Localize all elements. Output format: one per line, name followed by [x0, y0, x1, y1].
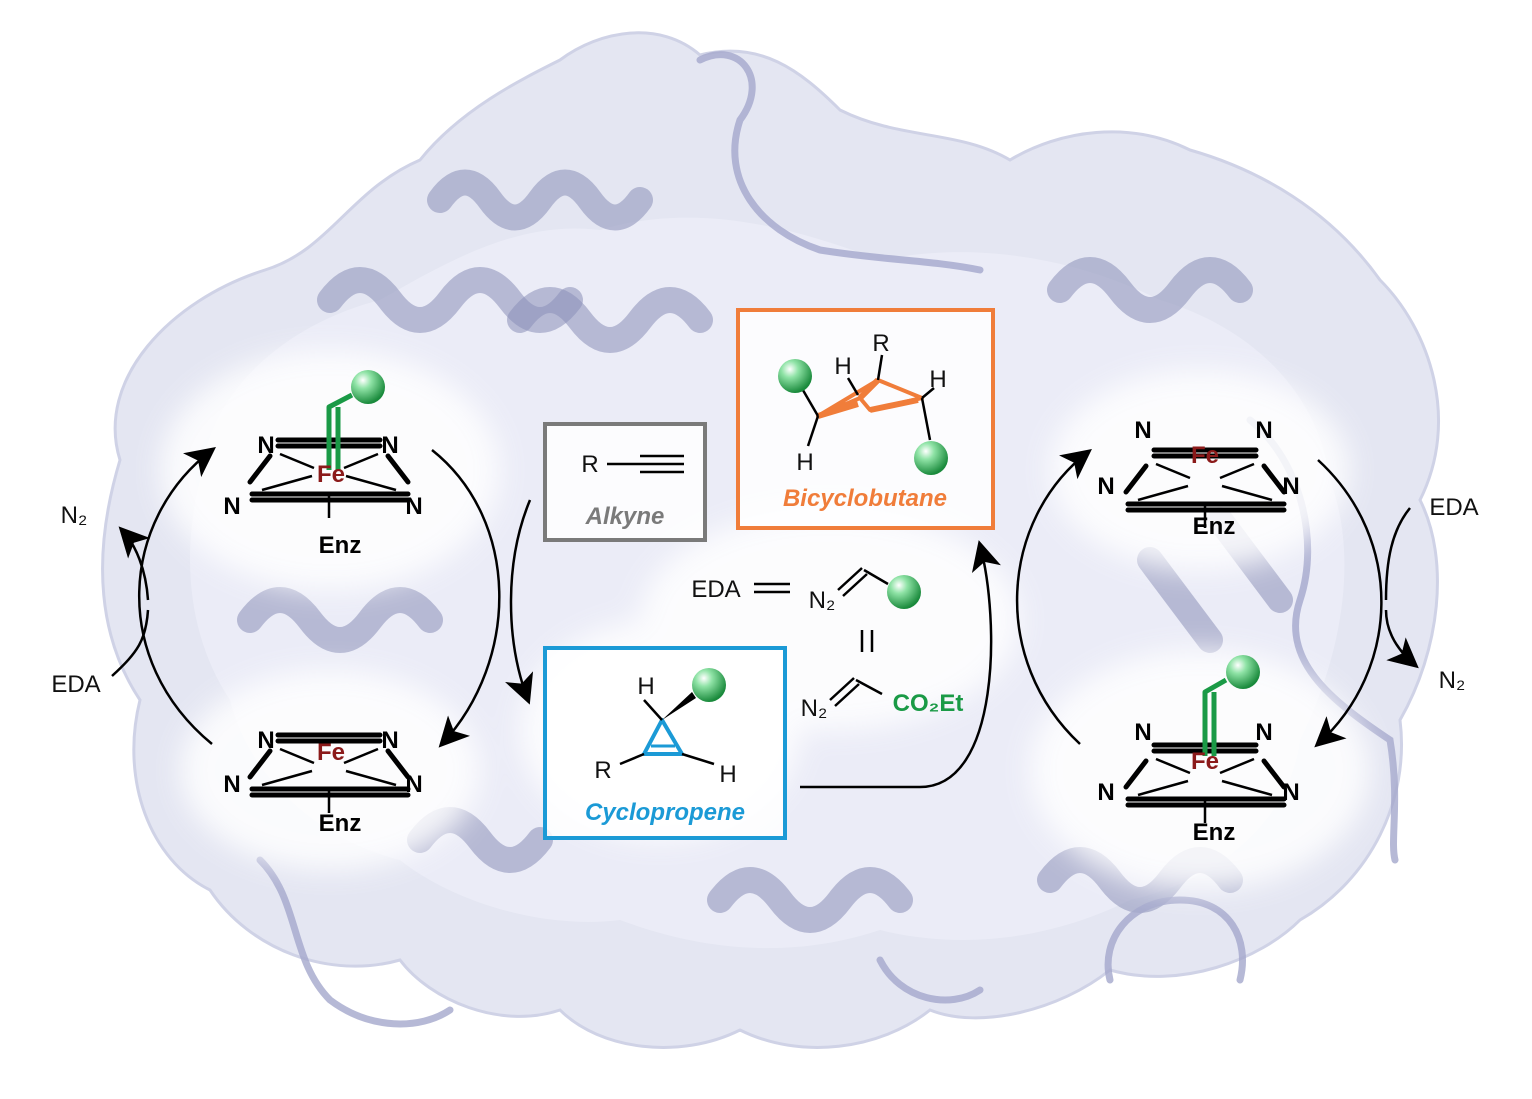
right-released-n2: N₂ [1439, 667, 1466, 694]
nitrogen-label: N [1134, 417, 1151, 444]
alkyne-r-label: R [581, 451, 598, 478]
bicyclobutane-h-label: H [796, 449, 813, 476]
carbene-substituent-ball [1226, 655, 1260, 689]
nitrogen-label: N [1255, 719, 1272, 746]
cyclopropene-h-label: H [719, 761, 736, 788]
alkyne-box: R Alkyne [543, 422, 707, 542]
iron-label: Fe [1191, 442, 1219, 469]
bicyclobutane-h-label: H [834, 353, 851, 380]
catalyst-bottom-right-carbene: N N N N Fe Enz [1097, 655, 1300, 846]
right-reagent-eda: EDA [1429, 494, 1478, 521]
nitrogen-label: N [1097, 779, 1114, 806]
cyclopropene-r-label: R [594, 757, 611, 784]
nitrogen-label: N [1282, 779, 1299, 806]
substituent-ball [887, 575, 921, 609]
catalyst-top-left-carbene: N N N N Fe Enz [223, 370, 423, 559]
iron-label: Fe [317, 461, 345, 488]
alkyne-to-cyclopropene-arrow [505, 499, 534, 705]
catalyst-top-right: N N N N Fe Enz [1097, 417, 1299, 540]
nitrogen-label: N [1134, 719, 1151, 746]
nitrogen-label: N [223, 493, 240, 520]
bicyclobutane-r-label: R [872, 330, 889, 357]
bicyclobutane-box: H R H H Bicyclobutane [736, 308, 995, 530]
diazo-n2-label: N₂ [801, 695, 828, 722]
nitrogen-label: N [1097, 473, 1114, 500]
diazo-n2-label: N₂ [809, 587, 836, 614]
nitrogen-label: N [405, 771, 422, 798]
substituent-ball [914, 441, 948, 475]
bicyclobutane-label: Bicyclobutane [783, 485, 947, 512]
substituent-ball [778, 359, 812, 393]
enzyme-label: Enz [319, 810, 362, 837]
nitrogen-label: N [405, 493, 422, 520]
nitrogen-label: N [1282, 473, 1299, 500]
enzyme-label: Enz [1193, 513, 1236, 540]
enzyme-label: Enz [1193, 819, 1236, 846]
catalyst-bottom-left: N N N N Fe Enz [223, 727, 422, 837]
cyclopropene-label: Cyclopropene [585, 799, 745, 826]
nitrogen-label: N [223, 771, 240, 798]
ester-label: CO₂Et [893, 690, 964, 717]
nitrogen-label: N [381, 727, 398, 754]
alkyne-label: Alkyne [585, 503, 665, 530]
bicyclobutane-h-label: H [929, 366, 946, 393]
iron-label: Fe [317, 739, 345, 766]
iron-label: Fe [1191, 748, 1219, 775]
enzyme-label: Enz [319, 532, 362, 559]
cyclopropene-box: H R H Cyclopropene [543, 646, 787, 840]
nitrogen-label: N [257, 432, 274, 459]
nitrogen-label: N [381, 432, 398, 459]
left-released-n2: N₂ [61, 502, 88, 529]
substituent-ball [692, 668, 726, 702]
nitrogen-label: N [257, 727, 274, 754]
cyclopropene-to-bicyclobutane-arrow [800, 540, 1001, 789]
eda-label: EDA [691, 576, 740, 603]
cyclopropene-h-label: H [637, 673, 654, 700]
right-cycle-arrows [1015, 448, 1419, 748]
nitrogen-label: N [1255, 417, 1272, 444]
left-reagent-eda: EDA [51, 671, 100, 698]
left-cycle-arrows [111, 446, 501, 748]
carbene-substituent-ball [351, 370, 385, 404]
eda-definition: EDA N₂ N₂ CO₂Et [691, 567, 964, 722]
